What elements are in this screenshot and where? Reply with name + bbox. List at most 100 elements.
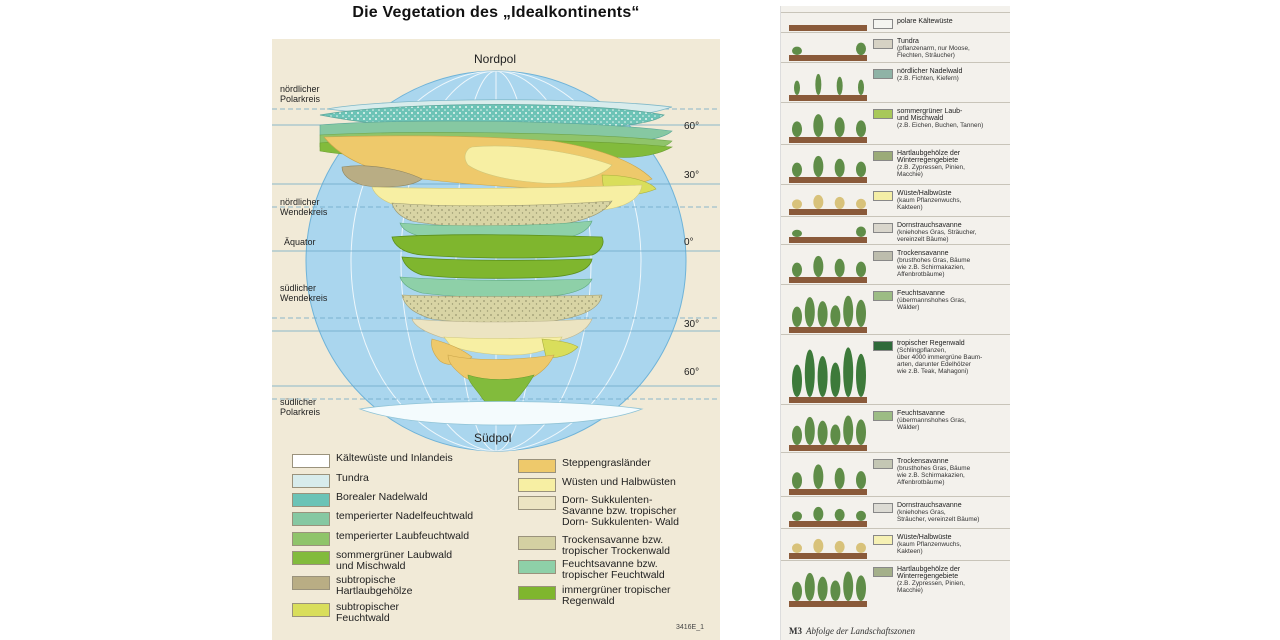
profile-zone-name: Trockensavanne — [897, 250, 949, 257]
profile-swatch — [873, 109, 893, 119]
legend-swatch — [518, 536, 556, 550]
profile-zone-desc: (pflanzenarm, nur Moose, Flechten, Sträu… — [897, 45, 970, 59]
legend-swatch — [518, 478, 556, 492]
legend-label: immergrüner tropischer Regenwald — [562, 584, 671, 607]
profile-text: nördlicher Nadelwald(z.B. Fichten, Kiefe… — [897, 68, 1009, 82]
profile-swatch — [873, 69, 893, 79]
profile-text: Trockensavanne(brusthohes Gras, Bäume wi… — [897, 458, 1009, 486]
profile-zone-desc: (kaum Pflanzenwuchs, Kakteen) — [897, 197, 962, 211]
lat-60s: 60° — [684, 367, 700, 378]
profile-swatch — [873, 341, 893, 351]
profile-swatch — [873, 19, 893, 29]
legend-swatch — [292, 603, 330, 617]
legend-item: sommergrüner Laubwald und Mischwald — [292, 550, 452, 572]
profile-zone-name: Feuchtsavanne — [897, 290, 945, 297]
lat-0: 0° — [684, 237, 694, 248]
lat-30n: 30° — [684, 170, 700, 181]
profile-zone-desc: (übermannshohes Gras, Wälder) — [897, 417, 966, 431]
profile-row: Tundra(pflanzenarm, nur Moose, Flechten,… — [781, 32, 1010, 62]
profile-zone-desc: (z.B. Zypressen, Pinien, Macchie) — [897, 164, 965, 178]
profile-row: Dornstrauchsavanne(kniehohes Gras, Sträu… — [781, 216, 1010, 244]
profile-swatch — [873, 251, 893, 261]
profile-row: Feuchtsavanne(übermannshohes Gras, Wälde… — [781, 284, 1010, 334]
landscape-illustration — [789, 226, 867, 243]
legend-item: subtropischer Feuchtwald — [292, 602, 399, 624]
landscape-illustration — [789, 571, 867, 607]
legend-item: subtropische Hartlaubgehölze — [292, 575, 412, 597]
legend-item: Steppengrasländer — [518, 458, 651, 473]
profile-zone-desc: (z.B. Eichen, Buchen, Tannen) — [897, 122, 984, 129]
idealkontinent-map — [272, 70, 720, 452]
landscape-illustration — [789, 506, 867, 527]
legend-item: temperierter Laubfeuchtwald — [292, 531, 469, 546]
landscape-illustration — [789, 347, 867, 403]
profile-zone-desc: (z.B. Zypressen, Pinien, Macchie) — [897, 580, 965, 594]
profile-text: Hartlaubgehölze der Winterregengebiete(z… — [897, 566, 1009, 594]
profile-text: Tundra(pflanzenarm, nur Moose, Flechten,… — [897, 38, 1009, 59]
legend-item: Dorn- Sukkulenten- Savanne bzw. tropisch… — [518, 495, 679, 528]
legend-label: subtropische Hartlaubgehölze — [336, 574, 413, 597]
profile-zone-name: Wüste/Halbwüste — [897, 534, 952, 541]
landscape-illustration — [789, 538, 867, 559]
profile-swatch — [873, 223, 893, 233]
legend-swatch — [292, 551, 330, 565]
legend-item: Feuchtsavanne bzw. tropischer Feuchtwald — [518, 559, 665, 581]
caption-text: Abfolge der Landschaftszonen — [806, 626, 915, 636]
profile-swatch — [873, 39, 893, 49]
legend-label: Steppengrasländer — [562, 457, 651, 469]
legend-label: Feuchtsavanne bzw. tropischer Feuchtwald — [562, 558, 665, 581]
profile-swatch — [873, 411, 893, 421]
legend-item: Borealer Nadelwald — [292, 492, 428, 507]
profile-zone-desc: (übermannshohes Gras, Wälder) — [897, 297, 966, 311]
legend-swatch — [518, 459, 556, 473]
legend-label: Trockensavanne bzw. tropischer Trockenwa… — [562, 534, 670, 557]
page-title: Die Vegetation des „Idealkontinents“ — [352, 4, 640, 21]
legend-label: temperierter Laubfeuchtwald — [336, 530, 470, 542]
legend-swatch — [292, 512, 330, 526]
legend-label: temperierter Nadelfeuchtwald — [336, 510, 474, 522]
legend-swatch — [292, 576, 330, 590]
south-pole-label: Südpol — [474, 431, 512, 445]
profile-row: Dornstrauchsavanne(kniehohes Gras, Sträu… — [781, 496, 1010, 528]
profile-row: polare Kältewüste — [781, 12, 1010, 32]
profile-zone-name: Feuchtsavanne — [897, 410, 945, 417]
landscape-illustration — [789, 42, 867, 61]
legend-label: Kältewüste und Inlandeis — [336, 452, 453, 464]
legend-swatch — [518, 560, 556, 574]
landscape-illustration — [789, 255, 867, 283]
landscape-illustration — [789, 415, 867, 451]
profile-row: Wüste/Halbwüste(kaum Pflanzenwuchs, Kakt… — [781, 184, 1010, 216]
north-pole-label: Nordpol — [474, 52, 517, 66]
landscape-illustration — [789, 464, 867, 495]
profile-zone-name: Hartlaubgehölze der Winterregengebiete — [897, 150, 961, 164]
profile-row: nördlicher Nadelwald(z.B. Fichten, Kiefe… — [781, 62, 1010, 102]
legend-swatch — [518, 496, 556, 510]
n-tropic-label: nördlicher Wendekreis — [280, 197, 328, 217]
legend-swatch — [292, 532, 330, 546]
legend-swatch — [292, 454, 330, 468]
profile-swatch — [873, 191, 893, 201]
profile-text: Wüste/Halbwüste(kaum Pflanzenwuchs, Kakt… — [897, 534, 1009, 555]
legend-item: temperierter Nadelfeuchtwald — [292, 511, 473, 526]
profile-zone-name: Dornstrauchsavanne — [897, 502, 962, 509]
profile-zone-name: Trockensavanne — [897, 458, 949, 465]
profile-row: tropischer Regenwald(Schlingpflanzen, üb… — [781, 334, 1010, 404]
profile-swatch — [873, 151, 893, 161]
legend-swatch — [518, 586, 556, 600]
profile-text: Dornstrauchsavanne(kniehohes Gras, Sträu… — [897, 222, 1009, 243]
landscape-illustration — [789, 155, 867, 183]
legend-item: Trockensavanne bzw. tropischer Trockenwa… — [518, 535, 670, 557]
equator-label: Äquator — [284, 237, 316, 247]
profile-zone-name: nördlicher Nadelwald — [897, 68, 963, 75]
legend-label: Wüsten und Halbwüsten — [562, 476, 676, 488]
lat-30s: 30° — [684, 319, 700, 330]
profile-zone-desc: (Schlingpflanzen, über 4000 immergrüne B… — [897, 347, 983, 375]
profile-zone-name: polare Kältewüste — [897, 18, 953, 25]
profile-zone-desc: (kniehohes Gras, Sträucher, vereinzelt B… — [897, 509, 980, 523]
profile-zone-name: Tundra — [897, 38, 919, 45]
profile-swatch — [873, 567, 893, 577]
profile-zone-name: Dornstrauchsavanne — [897, 222, 962, 229]
